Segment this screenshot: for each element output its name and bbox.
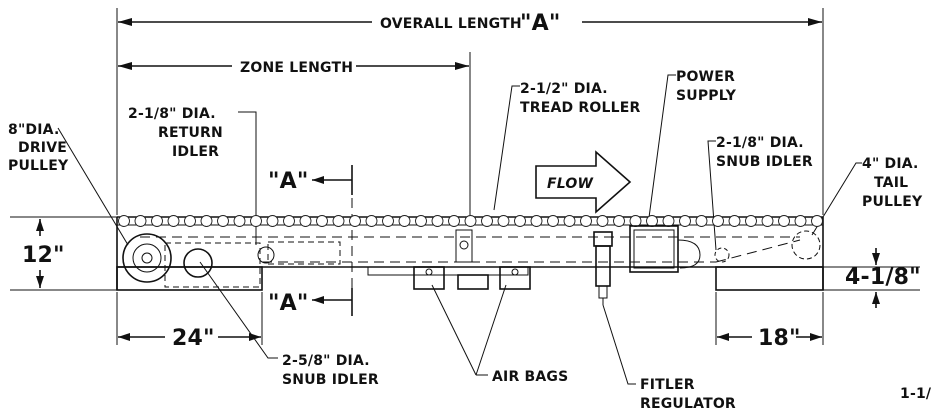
roller [464, 215, 477, 227]
center-supports [413, 229, 531, 290]
section-a-markers: "A" "A" [268, 165, 353, 316]
roller [332, 215, 345, 227]
air-bags-label: AIR BAGS [492, 369, 568, 385]
dim-24: 24" [116, 292, 263, 351]
filter-regulator [593, 231, 613, 305]
roller [695, 215, 708, 227]
power-supply-callout: POWER SUPPLY [647, 69, 737, 226]
tail-pulley-line2: TAIL [874, 175, 908, 191]
corner-note: 1-1/2 [900, 386, 932, 402]
roller [349, 215, 361, 227]
roller [365, 215, 378, 227]
tail-pulley-callout: 4" DIA. TAIL PULLEY [811, 156, 923, 236]
roller [217, 215, 229, 227]
snub-idler-right-line2: SNUB IDLER [716, 154, 813, 170]
power-supply-line1: POWER [676, 69, 735, 85]
return-idler-line1: 2-1/8" DIA. [128, 106, 216, 122]
tail-pulley-line3: PULLEY [862, 194, 923, 210]
flow-label: FLOW [547, 176, 593, 192]
zone-length-dimension: ZONE LENGTH [118, 52, 471, 215]
roller [728, 215, 741, 227]
roller [398, 215, 411, 227]
height-dimension: 12" [10, 216, 117, 291]
roller [283, 215, 295, 227]
roller [596, 215, 609, 227]
overall-length-key: "A" [520, 11, 561, 36]
roller [266, 215, 279, 227]
roller [712, 215, 724, 227]
roller [613, 215, 625, 227]
roller [679, 215, 691, 227]
roller [299, 215, 312, 227]
snub-idler-left-line2: SNUB IDLER [282, 372, 379, 388]
drive-pulley-line1: 8"DIA. [8, 122, 59, 138]
return-idler-callout: 2-1/8" DIA. RETURN IDLER [128, 106, 257, 245]
tread-rollers [118, 215, 823, 227]
return-idler-line2: RETURN [158, 125, 223, 141]
dim-18-label: 18" [758, 326, 801, 351]
snub-idler-right-callout: 2-1/8" DIA. SNUB IDLER [707, 135, 813, 251]
roller [745, 215, 757, 227]
roller [811, 215, 823, 227]
return-idler-line3: IDLER [172, 144, 219, 160]
roller [167, 215, 180, 227]
snub-idler-left-callout: 2-5/8" DIA. SNUB IDLER [199, 261, 379, 388]
roller [250, 215, 262, 227]
roller [497, 215, 510, 227]
roller [118, 215, 130, 227]
overall-length-dimension: OVERALL LENGTH "A" [116, 8, 824, 215]
roller [778, 215, 790, 227]
roller [563, 215, 576, 227]
drive-pulley-callout: 8"DIA. DRIVE PULLEY [8, 122, 129, 246]
roller [629, 215, 642, 227]
drive-pulley-line2: DRIVE [18, 140, 67, 156]
roller [415, 215, 427, 227]
roller [580, 215, 592, 227]
roller [662, 215, 675, 227]
air-bags-callout: AIR BAGS [431, 284, 568, 385]
roller [448, 215, 460, 227]
dim-4-1-8: 4-1/8" [823, 248, 921, 308]
height-label: 12" [22, 243, 65, 268]
snub-idler-left-line1: 2-5/8" DIA. [282, 353, 370, 369]
roller [794, 215, 807, 227]
power-supply-box [629, 225, 701, 273]
roller [530, 215, 543, 227]
power-supply-line2: SUPPLY [676, 88, 737, 104]
overall-length-label: OVERALL LENGTH [380, 16, 522, 32]
drive-pulley-line3: PULLEY [8, 158, 69, 174]
flow-arrow: FLOW [535, 150, 632, 214]
roller [382, 215, 394, 227]
roller [481, 215, 493, 227]
filter-regulator-line2: REGULATOR [640, 396, 736, 412]
roller [134, 215, 147, 227]
tail-pulley-line1: 4" DIA. [862, 156, 919, 172]
roller [151, 215, 163, 227]
roller [761, 215, 774, 227]
snub-idler-right-line1: 2-1/8" DIA. [716, 135, 804, 151]
tread-roller-line1: 2-1/2" DIA. [520, 81, 608, 97]
roller [431, 215, 444, 227]
section-a-bottom-label: "A" [268, 291, 309, 316]
filter-regulator-line1: FITLER [640, 377, 695, 393]
section-a-top-label: "A" [268, 169, 309, 194]
filter-regulator-callout: FITLER REGULATOR [602, 304, 736, 412]
roller [547, 215, 559, 227]
roller [316, 215, 328, 227]
tread-roller-line2: TREAD ROLLER [520, 100, 641, 116]
tail-pulley-assembly [714, 230, 821, 263]
dim-24-label: 24" [172, 326, 215, 351]
roller [646, 215, 658, 227]
tread-roller-callout: 2-1/2" DIA. TREAD ROLLER [493, 81, 641, 211]
dim-18: 18" [715, 292, 824, 351]
drive-assembly [122, 233, 341, 288]
roller [200, 215, 213, 227]
dim-4-1-8-label: 4-1/8" [845, 265, 921, 290]
zone-length-label: ZONE LENGTH [240, 60, 353, 76]
conveyor-frame [116, 216, 824, 291]
roller [514, 215, 526, 227]
roller [184, 215, 196, 227]
roller [233, 215, 246, 227]
